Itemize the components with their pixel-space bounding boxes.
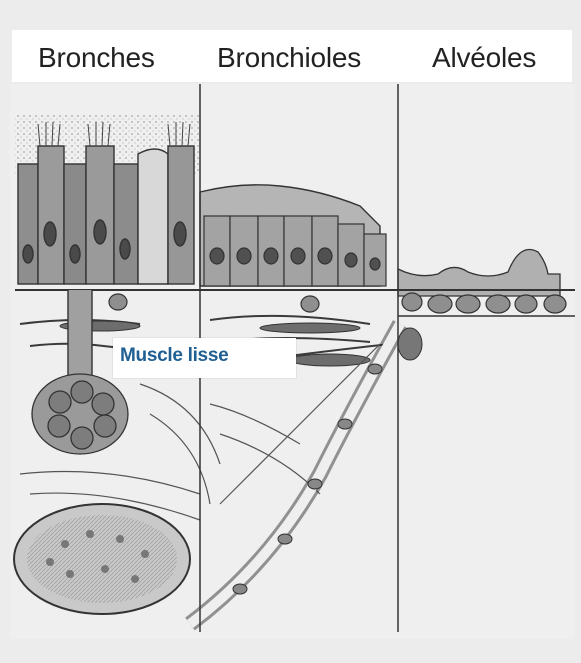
column-label-alveoles: Alvéoles	[432, 42, 536, 74]
column-label-bronchioles: Bronchioles	[217, 42, 361, 74]
bronches-epithelium	[18, 146, 194, 284]
smooth-muscle-label: Muscle lisse	[120, 345, 228, 367]
column-label-bronches: Bronches	[38, 42, 155, 74]
gland-acinus	[32, 374, 128, 454]
alveolar-macrophage	[398, 328, 422, 360]
smooth-muscle-callout: Muscle lisse	[113, 338, 296, 378]
cuboidal-cells	[204, 216, 386, 286]
